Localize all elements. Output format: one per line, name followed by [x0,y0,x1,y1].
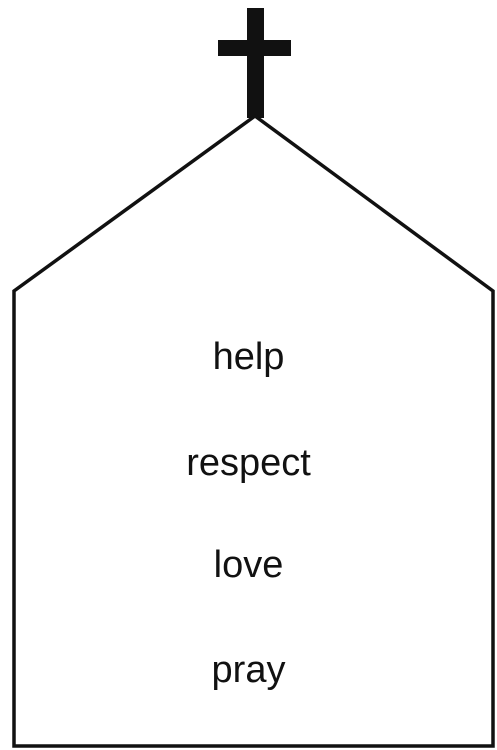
word-pray: pray [0,651,497,689]
word-help: help [0,338,497,376]
word-love: love [0,546,497,584]
cross-icon [218,8,291,118]
word-respect: respect [0,444,497,482]
